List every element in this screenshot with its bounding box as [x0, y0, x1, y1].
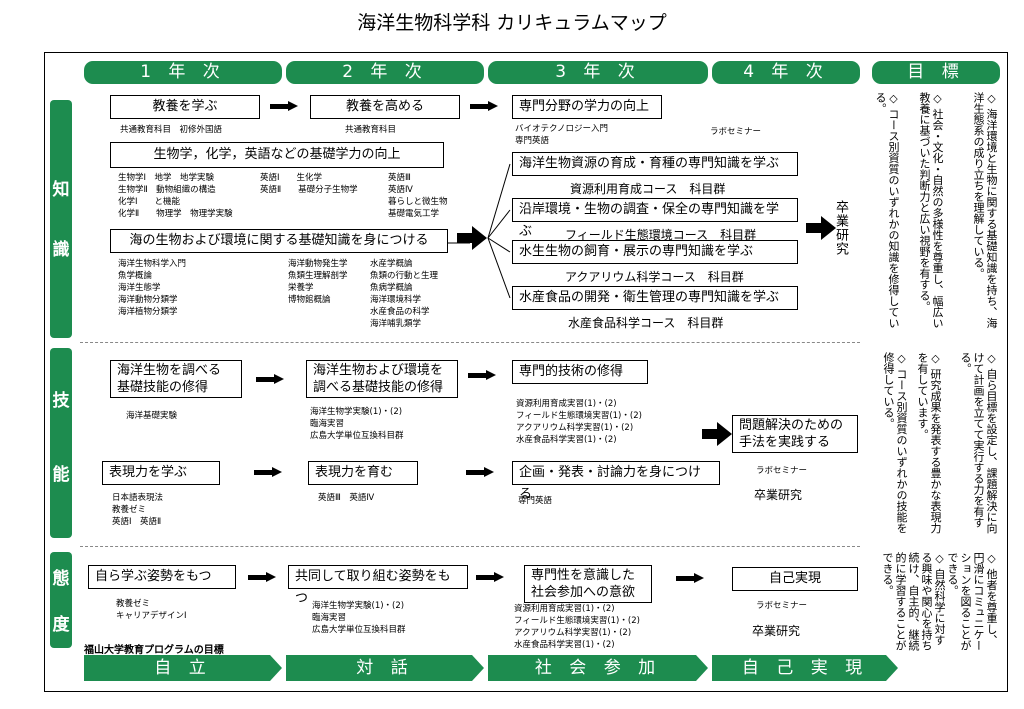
- header-year-4: 4 年 次: [712, 61, 860, 84]
- goal-knowledge-3: ◇ コース別資質のいずれかの知識を修得している。: [874, 92, 900, 329]
- side-skill-char-2: 能: [52, 465, 70, 485]
- skill-lab-seminar: ラボセミナー: [756, 466, 808, 476]
- skill-box-presentation: 企画・発表・討論力を身につける: [512, 461, 720, 502]
- knowledge-course-aquarium-group: アクアリウム科学コース 科目群: [565, 270, 744, 284]
- knowledge-marine-subjects-left: 海洋生物科学入門 魚学概論 海洋生態学 海洋動物分類学 海洋植物分類学: [118, 259, 187, 317]
- knowledge-box-course-field: 沿岸環境・生物の調査・保全の専門知識を学ぶ: [512, 198, 798, 239]
- arrow-right-icon: [254, 467, 282, 478]
- header-goal: 目 標: [872, 61, 1000, 84]
- goal-skill-3: ◇ コース別資質のいずれかの技能を修得している。: [882, 352, 908, 534]
- knowledge-box-course-aquarium: 水生生物の飼育・展示の専門知識を学ぶ: [512, 240, 798, 264]
- arrow-right-icon: [476, 572, 504, 583]
- goal-attitude-2: ◇ 自然科学に対する興味や関心を持ち続け、自主的、継続的に学習することができる。: [881, 552, 946, 651]
- knowledge-basic-subjects-middle: 英語Ⅰ 生化学 英語Ⅱ 基礎分子生物学: [260, 173, 358, 195]
- goal-skill-2: ◇ 研究成果を発表する豊かな表現力を有しています。: [916, 352, 942, 534]
- goal-knowledge-2: ◇ 社会・文化・自然の多様性を尊重し、幅広い教養に基づいた判断力と広い視野を有す…: [918, 92, 944, 329]
- knowledge-lab-seminar: ラボセミナー: [710, 127, 762, 137]
- goal-knowledge-1: ◇ 海洋環境と生物に関する基礎知識を持ち、海洋生態系の成り立ちを理解している。: [972, 92, 998, 329]
- arrow-right-icon: [468, 370, 496, 381]
- knowledge-graduation-research: 卒業研究: [833, 200, 848, 256]
- skill-box-problem-solving: 問題解決のための 手法を実践する: [732, 415, 858, 453]
- side-knowledge: 知 識: [50, 100, 72, 338]
- arrow-right-icon: [248, 572, 276, 583]
- skill-box-develop-expression: 表現力を育む: [308, 461, 418, 485]
- knowledge-box-liberal-arts: 教養を学ぶ: [110, 95, 260, 119]
- separator-knowledge-skill: [80, 342, 860, 343]
- header-year-2: 2 年 次: [286, 61, 484, 84]
- attitude-box-social-participation: 専門性を意識した 社会参加への意欲: [524, 565, 652, 603]
- side-attitude-char-1: 態: [52, 569, 70, 589]
- side-skill-char-1: 技: [52, 391, 70, 411]
- knowledge-enhance-subjects: 共通教育科目: [345, 125, 397, 135]
- side-attitude: 態 度: [50, 552, 72, 648]
- header-year-1: 1 年 次: [84, 61, 282, 84]
- knowledge-marine-subjects-middle: 海洋動物発生学 魚類生理解剖学 栄養学 博物館概論: [288, 259, 348, 305]
- arrow-right-icon: [466, 467, 494, 478]
- map-frame: [44, 52, 1008, 692]
- side-attitude-char-2: 度: [52, 615, 70, 635]
- attitude-lab-seminar: ラボセミナー: [756, 601, 808, 611]
- knowledge-box-marine-basics: 海の生物および環境に関する基礎知識を身につける: [110, 229, 448, 253]
- big-arrow-right-icon: [702, 422, 732, 446]
- attitude-self-learning-subjects: 教養ゼミ キャリアデザインⅠ: [116, 599, 187, 621]
- attitude-social-participation-subjects: 資源利用育成実習(1)・(2) フィールド生態環境実習(1)・(2) アクアリウ…: [514, 604, 640, 650]
- arrow-right-icon: [676, 573, 704, 584]
- skill-box-specialized-technique: 専門的技術の修得: [512, 360, 648, 384]
- skill-graduation-research: 卒業研究: [754, 488, 803, 502]
- big-arrow-right-icon: [457, 226, 487, 250]
- knowledge-box-course-food: 水産食品の開発・衛生管理の専門知識を学ぶ: [512, 286, 798, 310]
- attitude-box-self-learning: 自ら学ぶ姿勢をもつ: [88, 565, 236, 589]
- goal-attitude-1: ◇ 他者を尊重し、円滑にコミュニケーションを図ることができる。: [946, 552, 998, 651]
- footer-taiwa: 対 話: [286, 655, 484, 681]
- program-goals-label: 福山大学教育プログラムの目標: [84, 645, 224, 656]
- knowledge-liberal-arts-subjects: 共通教育科目 初修外国語: [120, 125, 223, 135]
- side-knowledge-char-2: 識: [52, 240, 70, 260]
- footer-jiritsu: 自 立: [84, 655, 282, 681]
- separator-skill-attitude: [80, 546, 860, 547]
- knowledge-course-field-group: フィールド生態環境コース 科目群: [565, 228, 757, 242]
- skill-box-basic-technique: 海洋生物を調べる 基礎技能の修得: [110, 360, 242, 398]
- goal-skill-1: ◇ 自ら目標を設定し、課題解決に向けて計画を立てて実行する力を有する。: [959, 352, 998, 534]
- knowledge-box-specialized-ability: 専門分野の学力の向上: [512, 95, 662, 119]
- attitude-box-collaboration: 共同して取り組む姿勢をもつ: [288, 565, 468, 606]
- knowledge-box-course-resource: 海洋生物資源の育成・育種の専門知識を学ぶ: [512, 152, 798, 176]
- skill-specialized-technique-subjects: 資源利用育成実習(1)・(2) フィールド生態環境実習(1)・(2) アクアリウ…: [516, 399, 642, 445]
- side-knowledge-char-1: 知: [52, 180, 70, 200]
- skill-box-marine-technique: 海洋生物および環境を 調べる基礎技能の修得: [306, 360, 458, 398]
- page-title: 海洋生物科学科 カリキュラムマップ: [357, 12, 667, 34]
- knowledge-box-enhance-liberal-arts: 教養を高める: [310, 95, 460, 119]
- arrow-right-icon: [256, 374, 284, 385]
- arrow-right-icon: [470, 101, 498, 112]
- knowledge-course-food-group: 水産食品科学コース 科目群: [568, 316, 724, 330]
- skill-presentation-subjects: 専門英語: [518, 496, 553, 506]
- arrow-right-icon: [270, 101, 298, 112]
- knowledge-marine-subjects-right: 水産学概論 魚類の行動と生理 魚病学概論 海洋環境科学 水産食品の科学 海洋哺乳…: [370, 259, 439, 329]
- skill-marine-technique-subjects: 海洋生物学実験(1)・(2) 臨海実習 広島大学単位互換科目群: [310, 407, 404, 441]
- attitude-collaboration-subjects: 海洋生物学実験(1)・(2) 臨海実習 広島大学単位互換科目群: [312, 601, 406, 635]
- skill-box-learn-expression: 表現力を学ぶ: [102, 461, 220, 485]
- skill-develop-expression-subjects: 英語Ⅲ 英語Ⅳ: [318, 493, 375, 503]
- attitude-box-self-realization: 自己実現: [732, 567, 858, 591]
- skill-learn-expression-subjects: 日本語表現法 教養ゼミ 英語Ⅰ 英語Ⅱ: [112, 493, 164, 527]
- knowledge-basic-subjects-right: 英語Ⅲ 英語Ⅳ 暮らしと微生物 基礎電気工学: [388, 173, 448, 219]
- side-skill: 技 能: [50, 348, 72, 538]
- skill-basic-technique-subjects: 海洋基礎実験: [126, 411, 178, 421]
- footer-shakai-sanka: 社 会 参 加: [488, 655, 708, 681]
- knowledge-specialized-subjects: バイオテクノロジー入門 専門英語: [515, 124, 608, 146]
- attitude-graduation-research: 卒業研究: [752, 624, 801, 638]
- knowledge-basic-subjects-left: 生物学Ⅰ 地学 地学実験 生物学Ⅱ 動物組織の構造 化学Ⅰ と機能 化学Ⅱ 物理…: [118, 173, 233, 219]
- header-year-3: 3 年 次: [488, 61, 708, 84]
- knowledge-box-basic-ability: 生物学，化学，英語などの基礎学力の向上: [110, 142, 444, 168]
- big-arrow-right-icon: [806, 216, 836, 240]
- knowledge-course-resource-group: 資源利用育成コース 科目群: [570, 182, 726, 196]
- footer-jiko-jitsugen: 自 己 実 現: [712, 655, 898, 681]
